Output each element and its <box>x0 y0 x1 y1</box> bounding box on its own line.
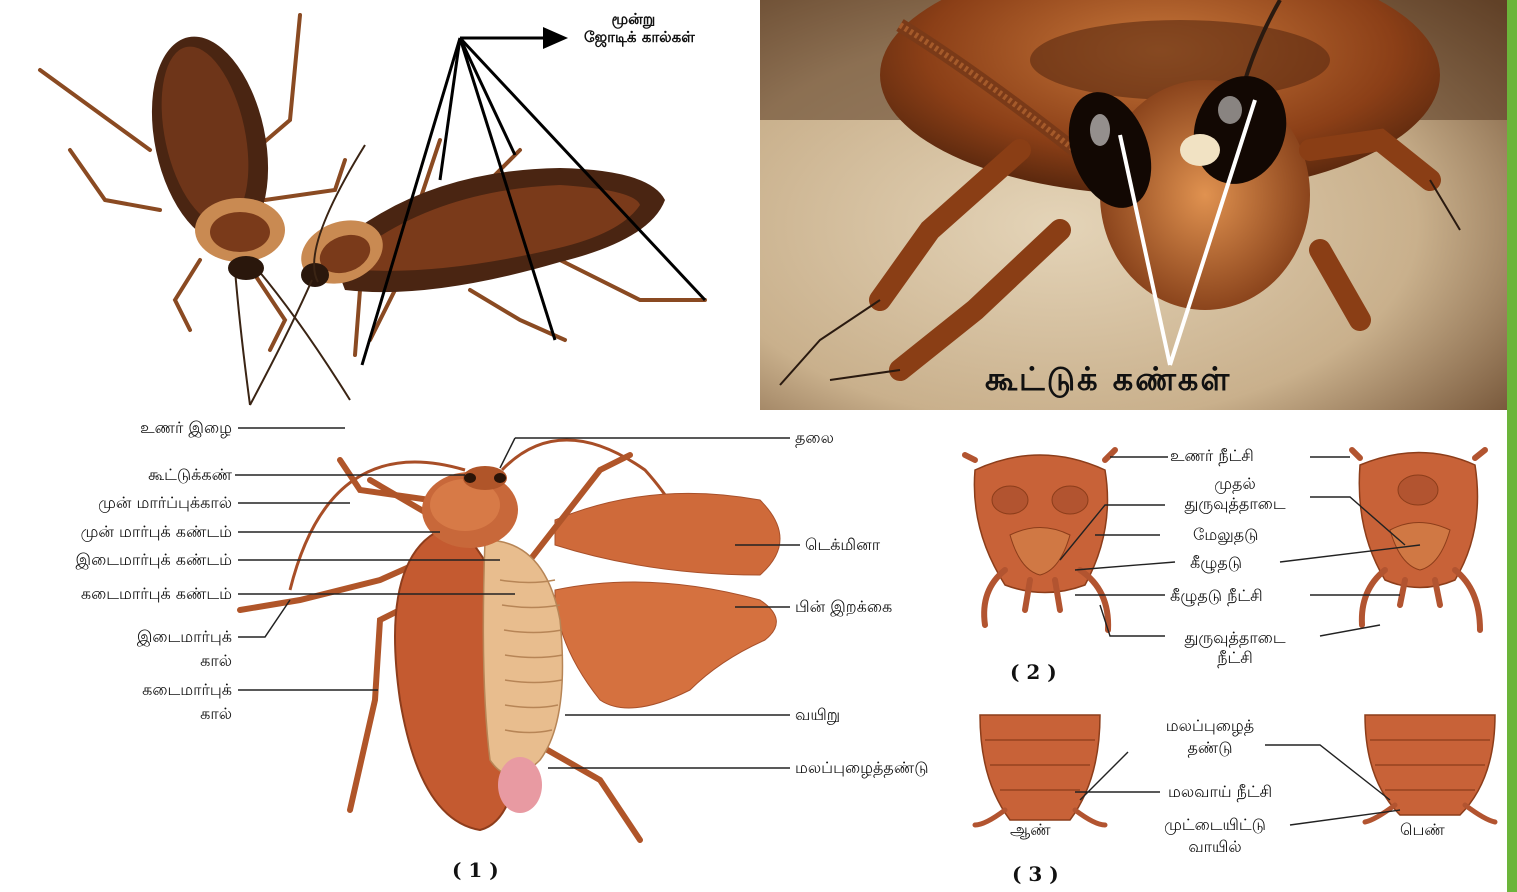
cerci-line1: மலப்புழைத் <box>1130 716 1290 736</box>
label-anal-style: மலவாய் நீட்சி <box>1168 782 1272 802</box>
label-cerci: மலப்புழைத்தண்டு <box>795 758 928 778</box>
label-antenna-2: உணர் நீட்சி <box>1170 446 1254 466</box>
label-middle-leg: இடைமார்புக் கால் <box>137 627 232 671</box>
figure-number-1: ( 1 ) <box>452 858 499 882</box>
middle-leg-line1: இடைமார்புக் <box>137 627 232 647</box>
label-fore-leg: முன் மார்ப்புக்கால் <box>98 493 232 513</box>
ovipositor-line2: வாயில் <box>1135 837 1295 857</box>
label-ovipositor: முட்டையிட்டு வாயில் <box>1135 815 1295 857</box>
legs-label-line1: மூன்று <box>572 10 695 28</box>
ovipositor-line1: முட்டையிட்டு <box>1135 815 1295 835</box>
label-compound-eye: கூட்டுக்கண் <box>148 465 232 485</box>
figure-number-3: ( 3 ) <box>1012 862 1059 886</box>
three-pairs-of-legs-label: மூன்று ஜோடிக் கால்கள் <box>572 10 695 46</box>
cockroach-photo <box>0 0 760 410</box>
compound-eyes-caption: கூட்டுக் கண்கள் <box>985 360 1231 402</box>
label-head: தலை <box>795 428 834 448</box>
label-first-maxilla: முதல் துருவுத்தாடை <box>1160 474 1310 514</box>
legs-label-line2: ஜோடிக் கால்கள் <box>584 28 695 46</box>
compound-eye-photo <box>760 0 1507 410</box>
label-labial-palp: கீழுதடு நீட்சி <box>1170 586 1263 606</box>
maxillary-palp-line2: நீட்சி <box>1160 648 1310 668</box>
hind-leg-line2: கால் <box>142 704 232 724</box>
maxillary-palp-line1: துருவுத்தாடை <box>1160 628 1310 648</box>
label-abdomen: வயிறு <box>795 705 840 725</box>
hind-leg-line1: கடைமார்புக் <box>142 680 232 700</box>
label-antenna: உணர் இழை <box>140 418 232 438</box>
first-maxilla-line1: முதல் <box>1160 474 1310 494</box>
label-labium: கீழுதடு <box>1190 553 1242 573</box>
label-hind-wing: பின் இறக்கை <box>795 597 892 617</box>
label-labrum: மேலுதடு <box>1193 525 1258 545</box>
label-prothorax: முன் மார்புக் கண்டம் <box>81 522 232 542</box>
figure-number-2: ( 2 ) <box>1010 660 1057 684</box>
label-tegmina: டெக்மினா <box>805 535 880 555</box>
label-male: ஆண் <box>1010 820 1051 840</box>
label-hind-leg: கடைமார்புக் கால் <box>142 680 232 724</box>
label-cerci-2: மலப்புழைத் தண்டு <box>1130 716 1290 758</box>
label-female: பெண் <box>1400 820 1445 840</box>
label-metathorax: கடைமார்புக் கண்டம் <box>81 584 232 604</box>
label-mesothorax: இடைமார்புக் கண்டம் <box>76 550 232 570</box>
first-maxilla-line2: துருவுத்தாடை <box>1160 494 1310 514</box>
slide-accent-bar <box>1507 0 1517 892</box>
middle-leg-line2: கால் <box>137 651 232 671</box>
cerci-line2: தண்டு <box>1130 738 1290 758</box>
label-maxillary-palp: துருவுத்தாடை நீட்சி <box>1160 628 1310 668</box>
